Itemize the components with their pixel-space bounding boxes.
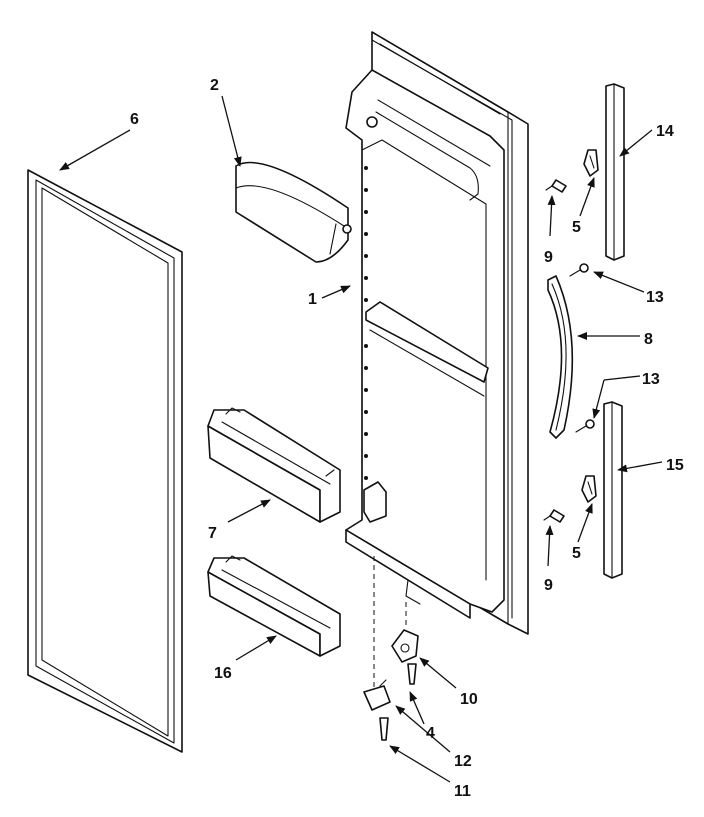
handle-screw-lower (575, 419, 595, 433)
callout-12: 12 (454, 753, 472, 770)
screw-lower (543, 509, 565, 523)
hinge-screw (407, 663, 417, 685)
door-handle (547, 275, 574, 439)
callout-9-lower: 9 (544, 577, 553, 594)
callout-9-upper: 9 (544, 249, 553, 266)
callout-13-upper: 13 (646, 289, 664, 306)
door-bin-lower (207, 555, 341, 657)
trim-clip-lower (581, 475, 597, 503)
callout-numbers: 6 2 1 7 16 14 5 9 13 8 13 15 5 9 10 4 12… (130, 77, 684, 800)
callout-14: 14 (656, 123, 674, 140)
callout-15: 15 (666, 457, 684, 474)
callout-7: 7 (208, 525, 217, 542)
trim-strip-lower (603, 401, 623, 579)
leader-lines (59, 95, 663, 783)
trim-strip-upper (605, 83, 625, 261)
callout-5-upper: 5 (572, 219, 581, 236)
callout-8: 8 (644, 331, 653, 348)
callout-1: 1 (308, 291, 317, 308)
callout-5-lower: 5 (572, 545, 581, 562)
hinge (363, 679, 391, 711)
callout-11: 11 (454, 783, 471, 800)
callout-4: 4 (426, 725, 435, 742)
hinge-mount-screw (379, 717, 389, 741)
hinge-bracket (391, 629, 419, 663)
door-bin-upper (207, 407, 341, 523)
callout-10: 10 (460, 691, 478, 708)
callout-13-lower: 13 (642, 371, 660, 388)
callout-2: 2 (210, 77, 219, 94)
callout-6: 6 (130, 111, 139, 128)
liner-mounting-holes (364, 166, 368, 480)
door-gasket (27, 169, 183, 753)
handle-screw-upper (569, 263, 589, 277)
dairy-door (235, 161, 352, 263)
door-assembly (345, 31, 529, 635)
trim-clip-upper (583, 149, 599, 177)
screw-upper (545, 179, 567, 193)
callout-16: 16 (214, 665, 232, 682)
